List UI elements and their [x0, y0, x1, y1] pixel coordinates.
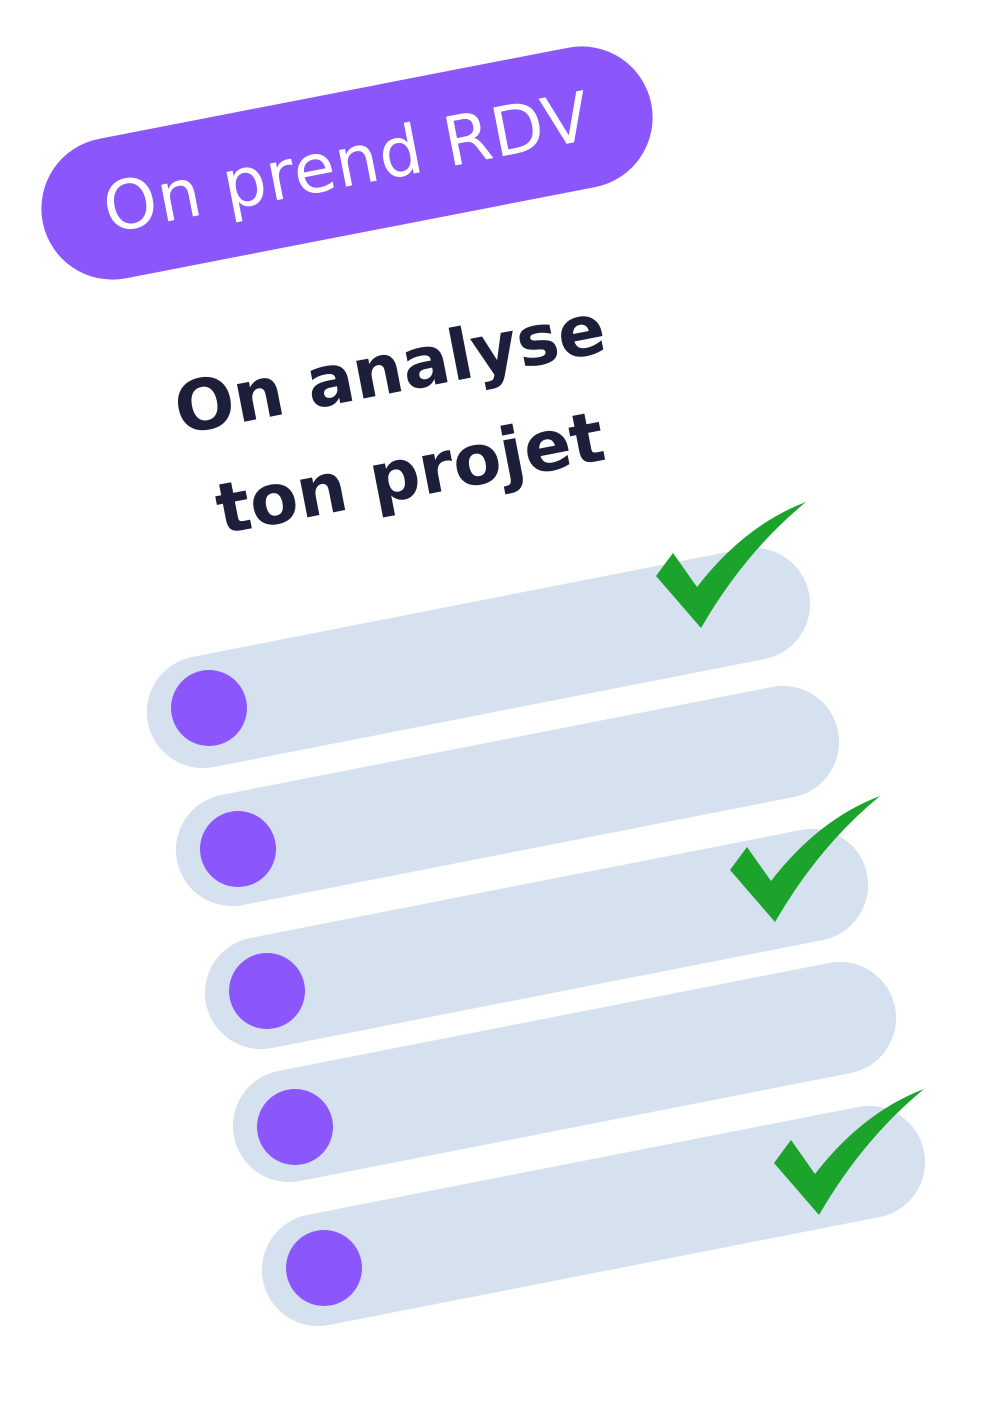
bullet-dot — [257, 1089, 333, 1165]
checklist-bar — [204, 828, 869, 1050]
checklist-item — [146, 502, 811, 769]
bullet-dot — [171, 670, 247, 746]
checklist-item — [175, 685, 840, 907]
checklist-bar — [146, 547, 811, 769]
checklist-item — [261, 1089, 926, 1327]
bullet-dot — [286, 1230, 362, 1306]
checkmark-icon — [774, 1089, 924, 1215]
checklist-item — [204, 796, 880, 1050]
checkmark-icon — [730, 796, 880, 922]
checklist-bar — [175, 685, 840, 907]
checklist-bar — [261, 1105, 926, 1327]
bullet-dot — [229, 953, 305, 1029]
checklist-item — [232, 961, 897, 1183]
checkmark-icon — [656, 502, 806, 628]
bullet-dot — [200, 811, 276, 887]
checklist-bar — [232, 961, 897, 1183]
